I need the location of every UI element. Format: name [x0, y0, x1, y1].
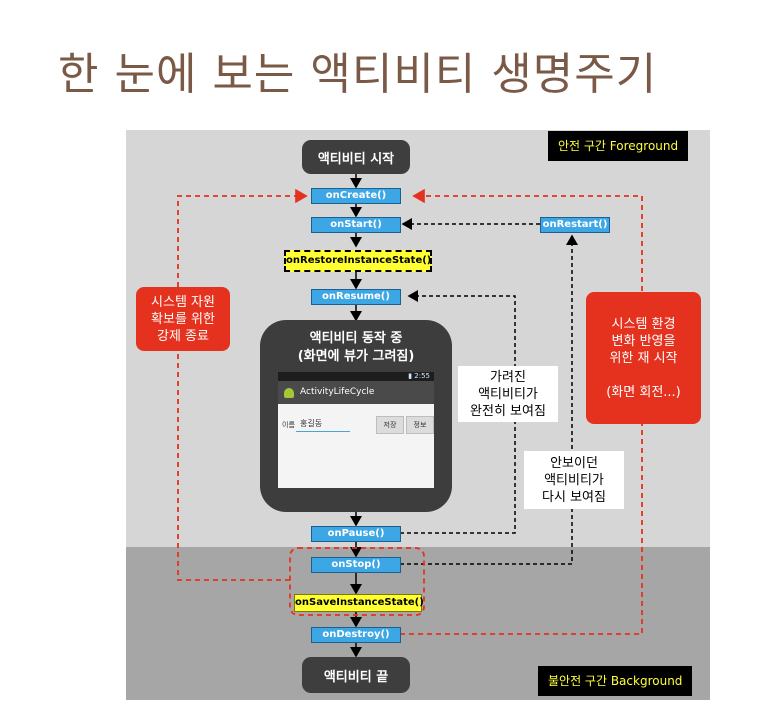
name-input[interactable]: 홍길동	[296, 417, 350, 432]
left-red-line: 확보를 위한	[151, 311, 215, 327]
activity-running-node: 액티비티 동작 중 (화면에 뷰가 그려짐) ▮ 2:55 ActivityLi…	[260, 320, 452, 512]
on-resume-callback: onResume()	[311, 289, 401, 305]
info-button[interactable]: 정보	[406, 416, 434, 434]
note-line: 액티비티가	[544, 472, 604, 488]
on-destroy-callback: onDestroy()	[311, 627, 401, 643]
right-red-line: 시스템 환경	[611, 316, 676, 332]
activity-end-node: 액티비티 끝	[302, 657, 410, 693]
note-hidden-activity: 가려진 액티비티가 완전히 보여짐	[458, 366, 558, 422]
device-screen: ▮ 2:55 ActivityLifeCycle 이름 홍길동 저장 정보	[278, 372, 434, 488]
note-visible-again: 안보이던 액티비티가 다시 보여짐	[524, 451, 624, 509]
app-title: ActivityLifeCycle	[300, 387, 375, 397]
right-red-line: (화면 회전...)	[606, 384, 681, 400]
running-title: 액티비티 동작 중 (화면에 뷰가 그려짐)	[260, 330, 452, 366]
app-bar: ActivityLifeCycle	[278, 381, 434, 404]
status-bar: ▮ 2:55	[278, 372, 434, 381]
on-pause-callback: onPause()	[311, 526, 401, 542]
android-icon	[284, 387, 294, 398]
status-time: 2:55	[414, 372, 430, 380]
left-red-line: 강제 종료	[157, 328, 209, 344]
on-restore-instance-state-callback: onRestoreInstanceState()	[284, 250, 432, 272]
note-line: 가려진	[490, 369, 526, 385]
battery-icon: ▮	[408, 372, 415, 380]
on-start-callback: onStart()	[311, 217, 401, 233]
left-red-box: 시스템 자원 확보를 위한 강제 종료	[136, 287, 230, 351]
left-red-line: 시스템 자원	[151, 294, 215, 310]
right-red-spacer	[586, 367, 701, 384]
right-red-line: 위한 재 시작	[609, 350, 678, 366]
running-title-line2: (화면에 뷰가 그려짐)	[297, 349, 415, 364]
foreground-tag: 안전 구간 Foreground	[548, 131, 689, 161]
save-button[interactable]: 저장	[376, 416, 404, 434]
on-create-callback: onCreate()	[311, 188, 401, 204]
right-red-line: 변화 반영을	[611, 333, 676, 349]
form-row: 이름 홍길동 저장 정보	[282, 416, 434, 434]
on-save-instance-state-callback: onSaveInstanceState()	[294, 594, 424, 612]
name-label: 이름	[282, 421, 295, 429]
note-line: 완전히 보여짐	[470, 403, 546, 419]
note-line: 다시 보여짐	[542, 489, 606, 505]
right-red-box: 시스템 환경 변화 반영을 위한 재 시작 (화면 회전...)	[586, 292, 701, 424]
note-line: 액티비티가	[478, 386, 538, 402]
running-title-line1: 액티비티 동작 중	[309, 331, 403, 346]
page-title: 한 눈에 보는 액티비티 생명주기	[58, 49, 658, 100]
on-stop-callback: onStop()	[311, 557, 401, 573]
note-line: 안보이던	[550, 455, 598, 471]
activity-start-node: 액티비티 시작	[302, 140, 410, 174]
background-tag: 불안전 구간 Background	[538, 666, 693, 696]
on-restart-callback: onRestart()	[540, 217, 610, 233]
